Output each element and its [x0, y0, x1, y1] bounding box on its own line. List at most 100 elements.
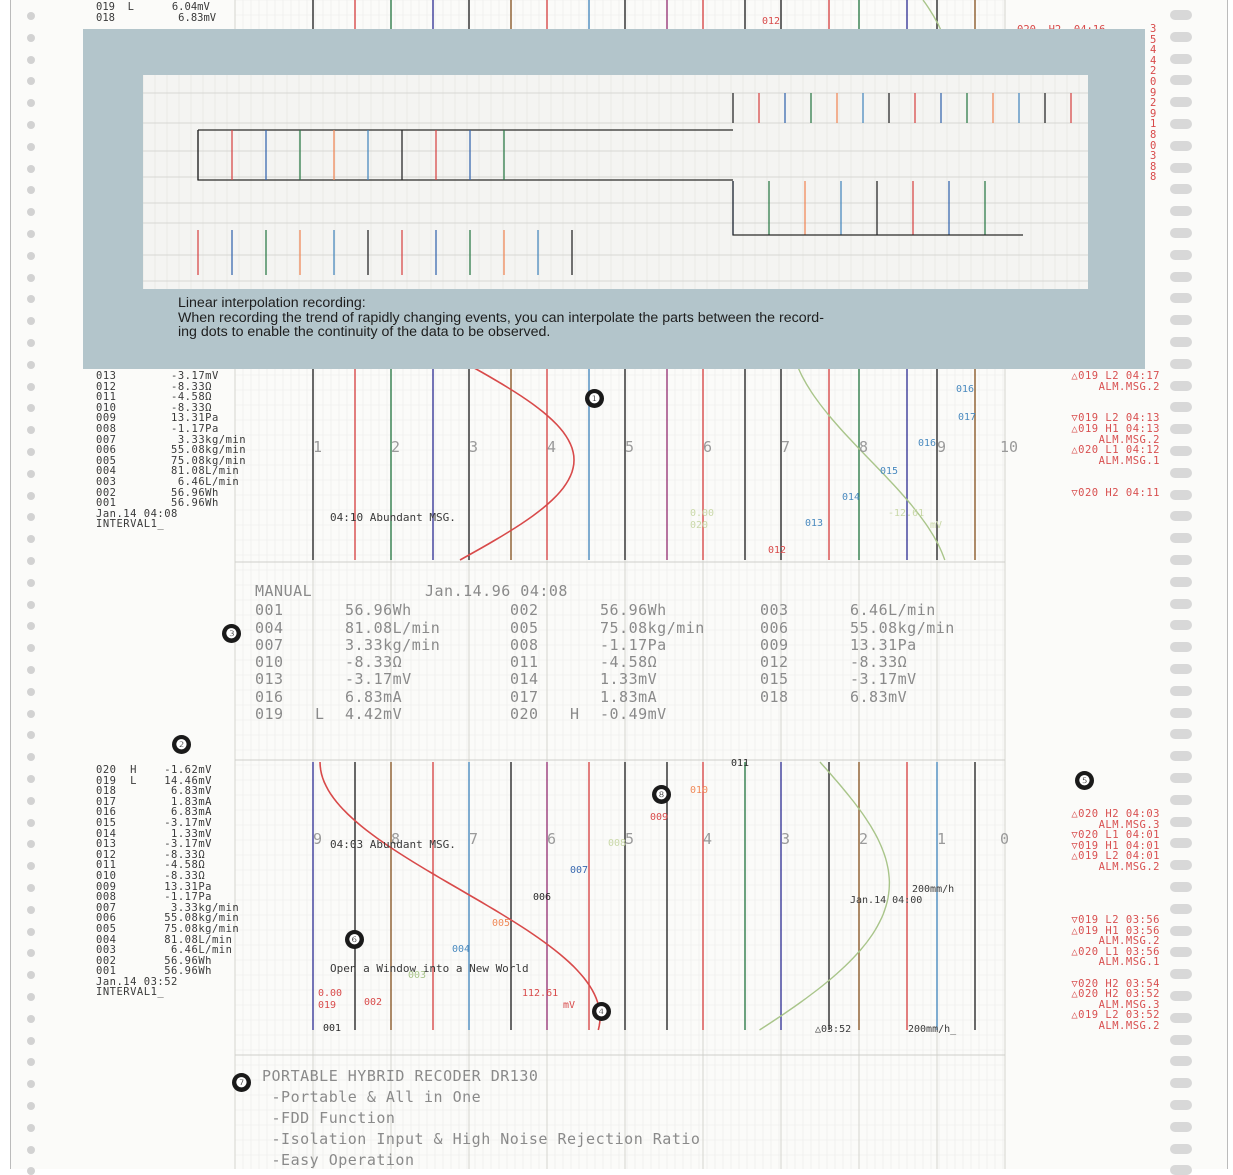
channel-value: 009 13.31Pa — [96, 412, 219, 425]
channel-value: 014 1.33mV — [96, 827, 212, 840]
perforation-hole — [27, 55, 35, 64]
value-unit: mV — [563, 1000, 576, 1011]
channel-value: 008 -1.17Pa — [96, 891, 212, 904]
perforation-hole — [1170, 969, 1192, 980]
manual-channel: 016 — [255, 687, 284, 706]
perforation-hole — [1170, 380, 1192, 391]
channel-label: 006 — [533, 892, 552, 903]
channel-value: 001 56.96Wh — [96, 497, 219, 510]
alarm-entry — [1010, 477, 1160, 488]
perforation-hole — [27, 121, 35, 129]
scale-number: 9 — [937, 438, 947, 456]
alarm-entry — [1005, 894, 1160, 905]
alarm-entry: △019 L2 04:17 — [1071, 370, 1160, 382]
alarm-entry — [1005, 968, 1160, 979]
perforation-hole — [1170, 467, 1192, 478]
alarm-digit: 0 — [1150, 75, 1157, 88]
perforation-hole — [1170, 162, 1192, 173]
perforation-hole — [27, 1036, 35, 1045]
alarm-entry: ▽020 L1 04:01 — [1071, 829, 1160, 842]
channel-value: 004 81.08L/min — [96, 933, 233, 946]
perforation-hole — [27, 905, 35, 914]
perforation-hole — [1170, 358, 1192, 369]
alarm-entry: ▽019 L2 04:13 — [1071, 412, 1160, 425]
channel-value: 018 6.83mV — [96, 11, 217, 24]
perforation-hole — [27, 360, 35, 369]
alarm-entry: ▽020 H2 04:11 — [1071, 486, 1160, 499]
perforation-hole — [27, 862, 35, 871]
scale-number: 6 — [547, 830, 557, 848]
perforation-hole — [1170, 184, 1192, 195]
manual-value: -3.17mV — [345, 670, 412, 689]
channel-value: 007 3.33kg/min — [96, 433, 247, 446]
perforation-hole — [27, 251, 35, 260]
recorder-line: -Easy Operation — [262, 1151, 415, 1169]
perforation-hole — [27, 578, 35, 587]
channel-label: 001 — [323, 1023, 342, 1034]
alarm-entry: ALM.MSG.2 — [1098, 380, 1160, 393]
channel-value: 019 L 6.04mV — [96, 1, 210, 13]
perforation-hole — [27, 818, 35, 827]
alarm-digit: 1 — [1150, 118, 1157, 131]
marker-5: ❺ — [1075, 771, 1094, 790]
channel-value: 002 56.96Wh — [96, 486, 219, 499]
perforation-hole — [1170, 555, 1192, 565]
channel-label: 009 — [650, 812, 669, 823]
perforation-hole — [1170, 816, 1192, 827]
perforation-hole — [1170, 271, 1192, 282]
perforation-hole — [27, 513, 35, 522]
channel-value: 003 6.46L/min — [96, 475, 240, 488]
channel-label: 012 — [768, 545, 787, 556]
perforation-hole — [27, 1145, 35, 1154]
marker-2: ❷ — [172, 735, 191, 754]
alarm-entry — [1005, 873, 1160, 884]
perforation-hole — [1170, 729, 1192, 740]
marker-6: ❻ — [345, 930, 364, 949]
channel-value: 011 -4.58Ω — [96, 391, 212, 404]
perforation-hole — [27, 33, 35, 42]
perforation-hole — [1170, 620, 1192, 631]
perforation-hole — [27, 709, 35, 718]
manual-header-date: Jan.14.96 04:08 — [425, 582, 568, 600]
channel-value: INTERVAL1_ — [96, 518, 165, 531]
alarm-entry: ALM.MSG.3 — [1098, 998, 1160, 1011]
scale-number: 7 — [781, 438, 791, 456]
manual-channel: 008 — [510, 635, 539, 654]
perforation-hole — [1170, 315, 1192, 326]
manual-channel: 011 — [510, 653, 539, 672]
channel-value: 004 81.08L/min — [96, 465, 240, 478]
perforation-hole — [1170, 424, 1192, 435]
left-perforation — [18, 0, 46, 1175]
perforation-hole — [27, 971, 35, 980]
manual-value: -4.58Ω — [600, 653, 658, 672]
scale-number: 5 — [625, 438, 635, 456]
perforation-hole — [27, 1123, 35, 1132]
perforation-hole — [1170, 206, 1192, 217]
chart-speed: 200mm/h — [912, 884, 955, 895]
perforation-hole — [27, 1058, 35, 1067]
alarm-entry: ALM.MSG.3 — [1098, 818, 1160, 831]
recorder-line: -FDD Function — [262, 1109, 396, 1127]
channel-value: Jan.14 04:08 — [96, 507, 178, 520]
scale-number: 8 — [391, 830, 401, 848]
perforation-hole — [27, 77, 35, 86]
manual-value: -8.33Ω — [345, 653, 403, 672]
perforation-hole — [27, 535, 35, 544]
channel-label: 011 — [731, 758, 750, 769]
perforation-hole — [27, 382, 35, 391]
perforation-hole — [1170, 598, 1192, 609]
alarm-digit: 3 — [1150, 23, 1157, 35]
scale-number: 2 — [859, 830, 869, 848]
value-unit: mV — [930, 520, 943, 531]
perforation-hole — [1170, 925, 1192, 936]
alarm-entry: △019 H1 03:56 — [1071, 924, 1160, 937]
channel-value: 001 56.96Wh — [96, 965, 212, 978]
scale-number: 5 — [625, 830, 635, 848]
channel-value: 011 -4.58Ω — [96, 859, 206, 872]
perforation-hole — [27, 208, 35, 217]
perforation-hole — [27, 12, 35, 20]
